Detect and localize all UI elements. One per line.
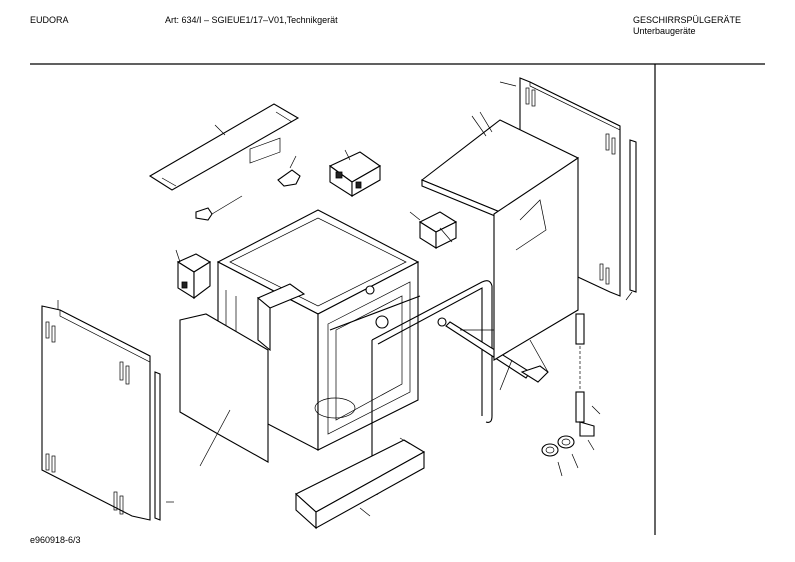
subcategory-title: Unterbaugeräte — [633, 26, 696, 36]
hinge-clip-left — [195, 195, 243, 221]
valve-block-left — [175, 249, 212, 300]
fan-aggregate — [409, 211, 458, 249]
spray-arm-tub — [329, 285, 421, 331]
base-tray — [295, 437, 426, 530]
article-number: Art: 634/I – SGIEUE1/17–V01,Technikgerät — [165, 15, 338, 25]
hose-fitting — [575, 313, 601, 451]
seal-rings — [541, 435, 579, 477]
top-cover — [420, 111, 580, 361]
category-title: GESCHIRRSPÜLGERÄTE — [633, 15, 742, 25]
trim-strip-right — [625, 139, 637, 301]
trim-strip-left — [154, 371, 174, 521]
front-plinth — [179, 313, 269, 467]
side-panel-module — [256, 283, 306, 352]
brand-name: EUDORA — [30, 15, 69, 25]
insulation-strip — [148, 103, 300, 191]
drawing-id: e960918-6/3 — [30, 535, 81, 545]
hinge-clip-right — [277, 155, 301, 187]
control-module-top — [328, 149, 382, 198]
side-panel-left — [41, 300, 151, 521]
